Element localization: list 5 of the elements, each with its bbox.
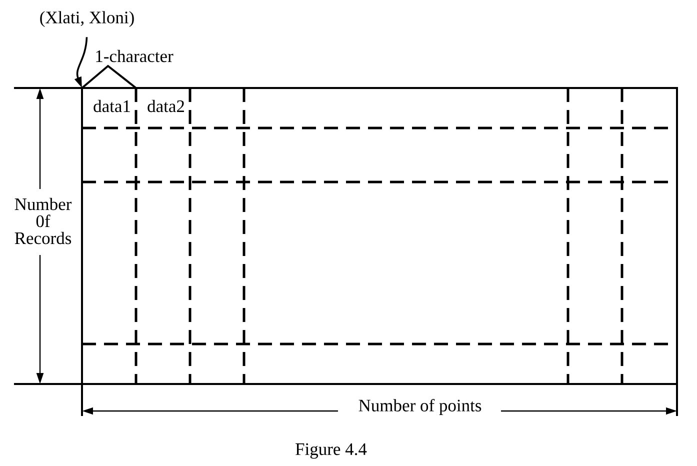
bracket-label: 1-character <box>96 50 174 62</box>
figure-caption: Figure 4.4 <box>296 443 367 459</box>
cell-label: data2 <box>148 100 184 112</box>
coordinate-label: (Xlati, Xloni) <box>40 11 134 27</box>
cell-label: data1 <box>94 100 130 112</box>
